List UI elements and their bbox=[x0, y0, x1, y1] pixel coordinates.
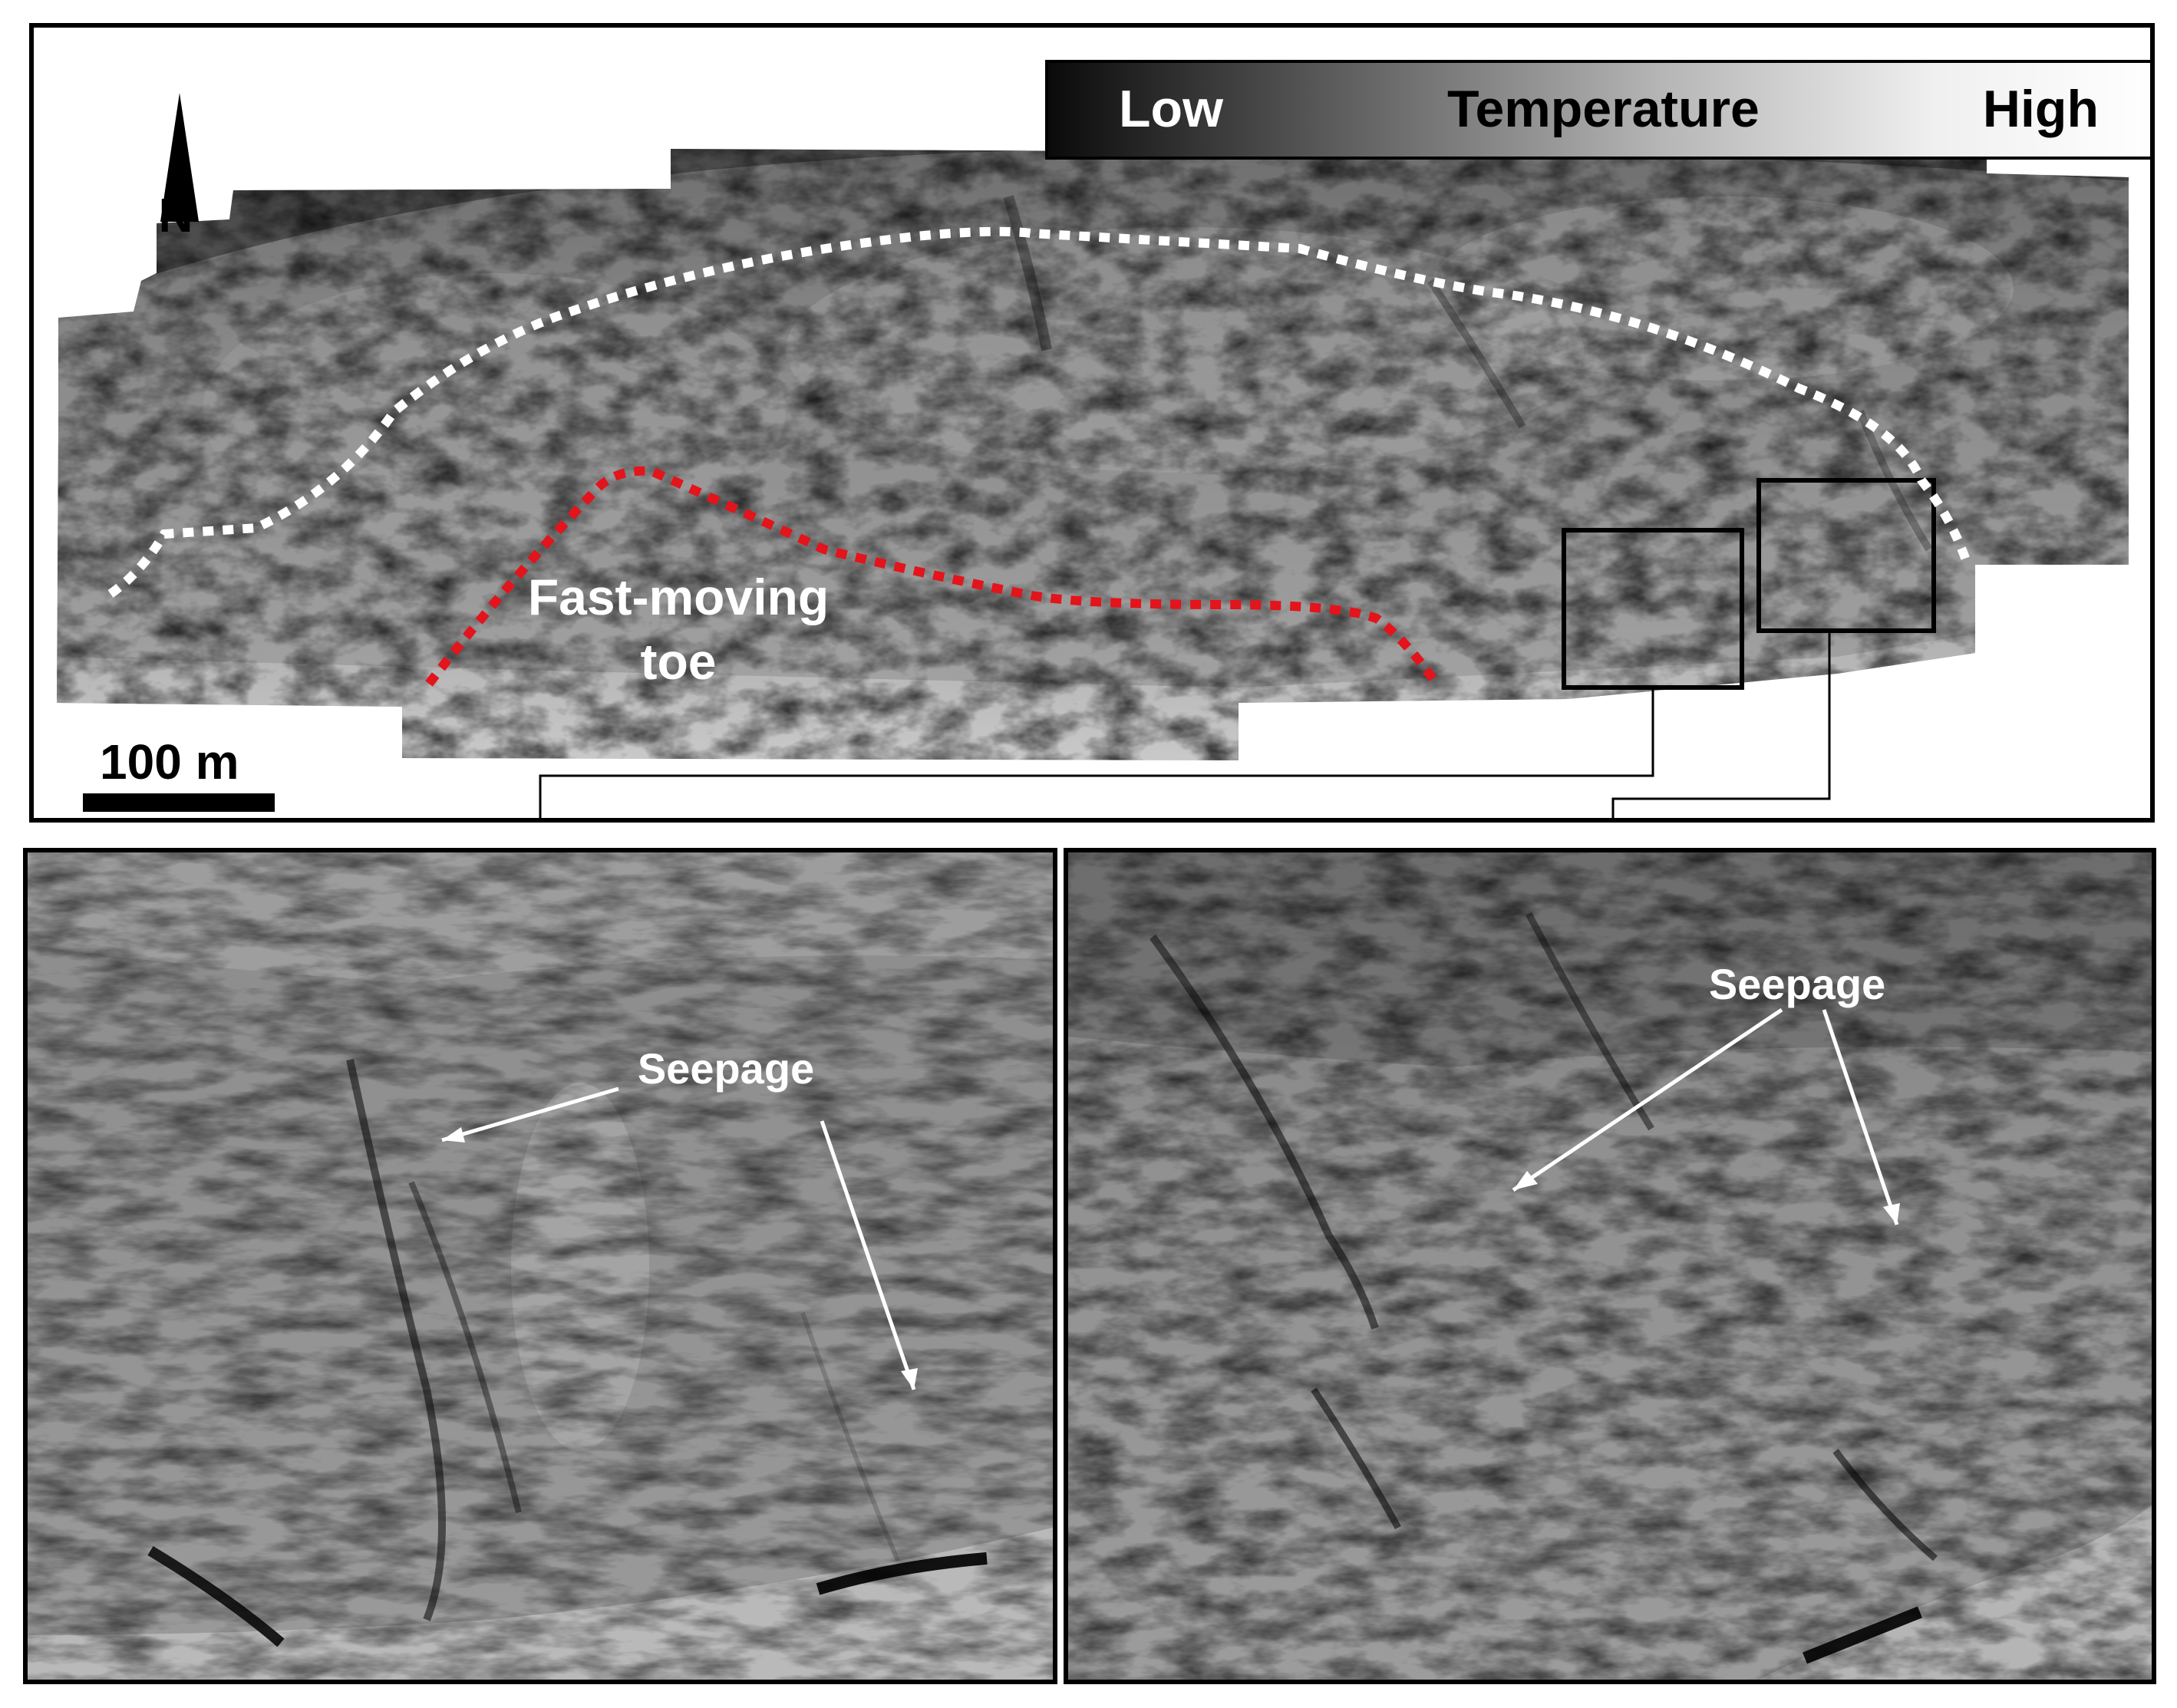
north-label: N bbox=[158, 190, 193, 242]
seepage-label-left: Seepage bbox=[637, 1044, 815, 1093]
inset-left-detail-panel: Seepage bbox=[23, 848, 1057, 1684]
fast-moving-toe-label: Fast-moving toe bbox=[517, 565, 839, 694]
seepage-arrow-4 bbox=[1822, 1009, 1899, 1225]
temperature-scale-title: Temperature bbox=[1447, 80, 1760, 138]
leader-line-right bbox=[1611, 631, 1831, 818]
inset-frame-right bbox=[1756, 478, 1936, 633]
scale-bar bbox=[83, 793, 275, 812]
inset-left-image bbox=[28, 852, 1053, 1680]
leader-line-left bbox=[539, 687, 1654, 818]
inset-right-image bbox=[1068, 852, 2152, 1680]
north-arrow-icon bbox=[160, 93, 199, 222]
toe-label-line2: toe bbox=[640, 633, 717, 690]
toe-label-line1: Fast-moving bbox=[527, 569, 830, 625]
seepage-label-right: Seepage bbox=[1708, 960, 1886, 1008]
seepage-arrow-2 bbox=[820, 1120, 916, 1390]
panorama-image bbox=[57, 147, 2129, 818]
inset-right-detail-panel: Seepage bbox=[1064, 848, 2156, 1684]
temperature-high-label: High bbox=[1982, 80, 2099, 138]
seepage-arrow-1 bbox=[441, 1086, 619, 1143]
scale-bar-label: 100 m bbox=[100, 734, 239, 790]
temperature-color-scale: Low Temperature High bbox=[1045, 60, 2150, 160]
fast-moving-toe-outline bbox=[425, 466, 1442, 689]
overview-thermal-panorama-panel: Low Temperature High N Fast-moving toe 1… bbox=[29, 23, 2155, 823]
temperature-low-label: Low bbox=[1119, 80, 1223, 138]
seepage-arrow-3 bbox=[1512, 1007, 1783, 1192]
